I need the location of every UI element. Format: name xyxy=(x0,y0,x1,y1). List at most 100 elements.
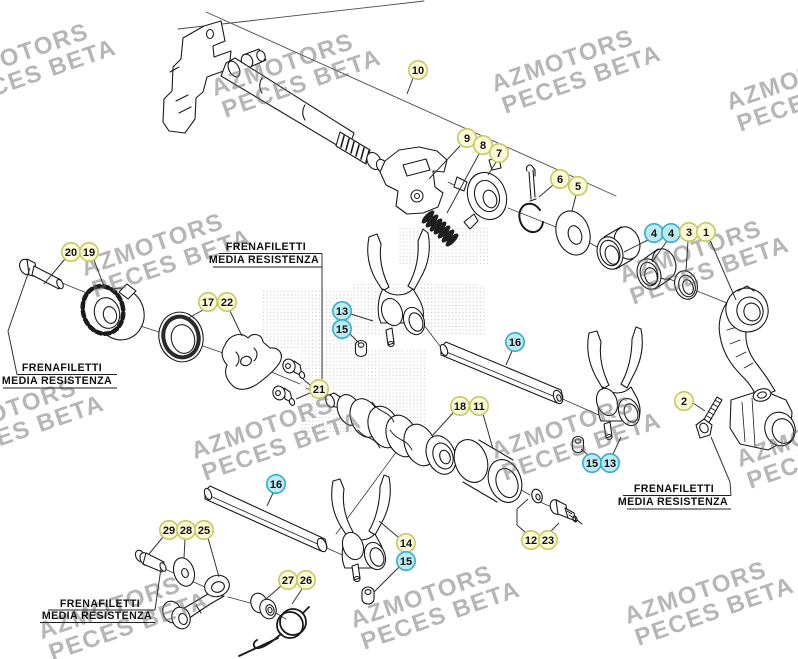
seal-ring-drawing xyxy=(158,311,204,363)
callout-circle xyxy=(673,390,694,411)
shift-drum-drawing xyxy=(325,392,457,475)
callout-leader-line xyxy=(350,313,374,322)
callout-19: 19 xyxy=(79,242,106,290)
callout-20: 20 xyxy=(43,242,81,285)
callout-2: 2 xyxy=(673,390,706,412)
callout-circle xyxy=(265,473,286,494)
callout-number: 10 xyxy=(412,65,424,77)
callout-number: 7 xyxy=(496,148,502,160)
callout-number: 18 xyxy=(454,401,466,413)
fork-rod-lower-drawing xyxy=(203,485,328,553)
threadlock-label-line2: MEDIA RESISTENZA xyxy=(2,375,112,387)
callout-leader-line xyxy=(709,239,737,301)
callout-leader-line xyxy=(373,566,400,593)
drum-sleeve-drawing xyxy=(453,439,523,503)
label-leader-line xyxy=(710,436,732,496)
callout-leader-line xyxy=(291,588,303,605)
callout-1: 1 xyxy=(695,222,737,301)
callout-4: 4 xyxy=(651,223,681,263)
callout-leader-line xyxy=(148,536,164,555)
callout-circle xyxy=(395,550,416,571)
callout-circle xyxy=(537,529,558,550)
callout-circle xyxy=(194,519,215,540)
callout-number: 1 xyxy=(703,227,709,239)
callout-leader-line xyxy=(651,240,668,263)
callout-leader-line xyxy=(349,333,360,344)
callout-leader-line xyxy=(43,258,66,285)
callout-22: 22 xyxy=(217,291,243,337)
callout-11: 11 xyxy=(468,395,494,450)
callout-number: 16 xyxy=(509,337,521,349)
callout-leader-line xyxy=(612,436,622,455)
callout-circle xyxy=(549,169,570,190)
lock-plate-drawing xyxy=(221,333,282,390)
linkage-drawing xyxy=(134,549,310,657)
callout-leader-line xyxy=(265,585,282,600)
callout-circle xyxy=(331,318,352,339)
threadlock-label-line1: FRENAFILETTI xyxy=(22,362,102,374)
callout-leader-line xyxy=(207,537,220,578)
part-drawings xyxy=(19,0,796,657)
return-spring-drawing xyxy=(421,210,459,247)
label-leader-line xyxy=(154,567,162,611)
callout-number: 19 xyxy=(83,247,95,259)
callout-15: 15 xyxy=(331,318,360,344)
hub-drawing xyxy=(453,157,508,230)
lever-bolt-drawing xyxy=(695,396,723,439)
callout-15: 15 xyxy=(580,448,602,473)
callout-leader-line xyxy=(378,520,399,538)
callout-circle xyxy=(695,222,716,243)
callout-number: 20 xyxy=(65,247,77,259)
callout-number: 5 xyxy=(575,181,581,193)
callout-circle xyxy=(599,452,620,473)
callout-16: 16 xyxy=(504,331,525,366)
callout-leader-line xyxy=(692,402,706,412)
callout-number: 16 xyxy=(270,479,282,491)
callout-29: 29 xyxy=(148,519,180,555)
callout-leader-line xyxy=(229,310,243,337)
callout-number: 22 xyxy=(221,297,233,309)
callout-circle xyxy=(472,135,493,156)
callout-12: 12 xyxy=(516,498,541,550)
gear-lever-drawing xyxy=(718,285,796,451)
callout-18: 18 xyxy=(431,395,470,437)
socket-bolts-drawing xyxy=(272,358,306,406)
callout-number: 9 xyxy=(464,133,470,145)
callout-number: 12 xyxy=(525,535,537,547)
callout-circle xyxy=(468,395,489,416)
callout-21: 21 xyxy=(295,378,329,400)
callout-number: 15 xyxy=(400,556,412,568)
callout-number: 2 xyxy=(681,396,687,408)
callout-leader-line xyxy=(685,240,689,272)
callout-leader-line xyxy=(550,522,560,532)
callout-number: 26 xyxy=(300,575,312,587)
callout-number: 29 xyxy=(163,525,175,537)
washer-switch-drawing xyxy=(531,488,583,525)
callout-number: 25 xyxy=(198,525,210,537)
callout-number: 14 xyxy=(400,538,413,550)
callout-8: 8 xyxy=(446,135,493,214)
label-leader-line xyxy=(7,267,31,375)
callout-leader-line xyxy=(482,413,494,450)
callout-number: 4 xyxy=(668,228,675,240)
callout-leader-line xyxy=(571,194,577,212)
callout-circle xyxy=(308,378,329,399)
callout-leader-line xyxy=(428,145,461,180)
callout-number: 21 xyxy=(313,384,325,396)
callout-28: 28 xyxy=(176,519,197,559)
callout-number: 6 xyxy=(557,174,563,186)
callout-leader-line xyxy=(431,412,454,437)
bearing-drawings xyxy=(596,226,698,300)
threadlock-label-line1: FRENAFILETTI xyxy=(634,483,714,495)
callout-number: 17 xyxy=(202,297,214,309)
